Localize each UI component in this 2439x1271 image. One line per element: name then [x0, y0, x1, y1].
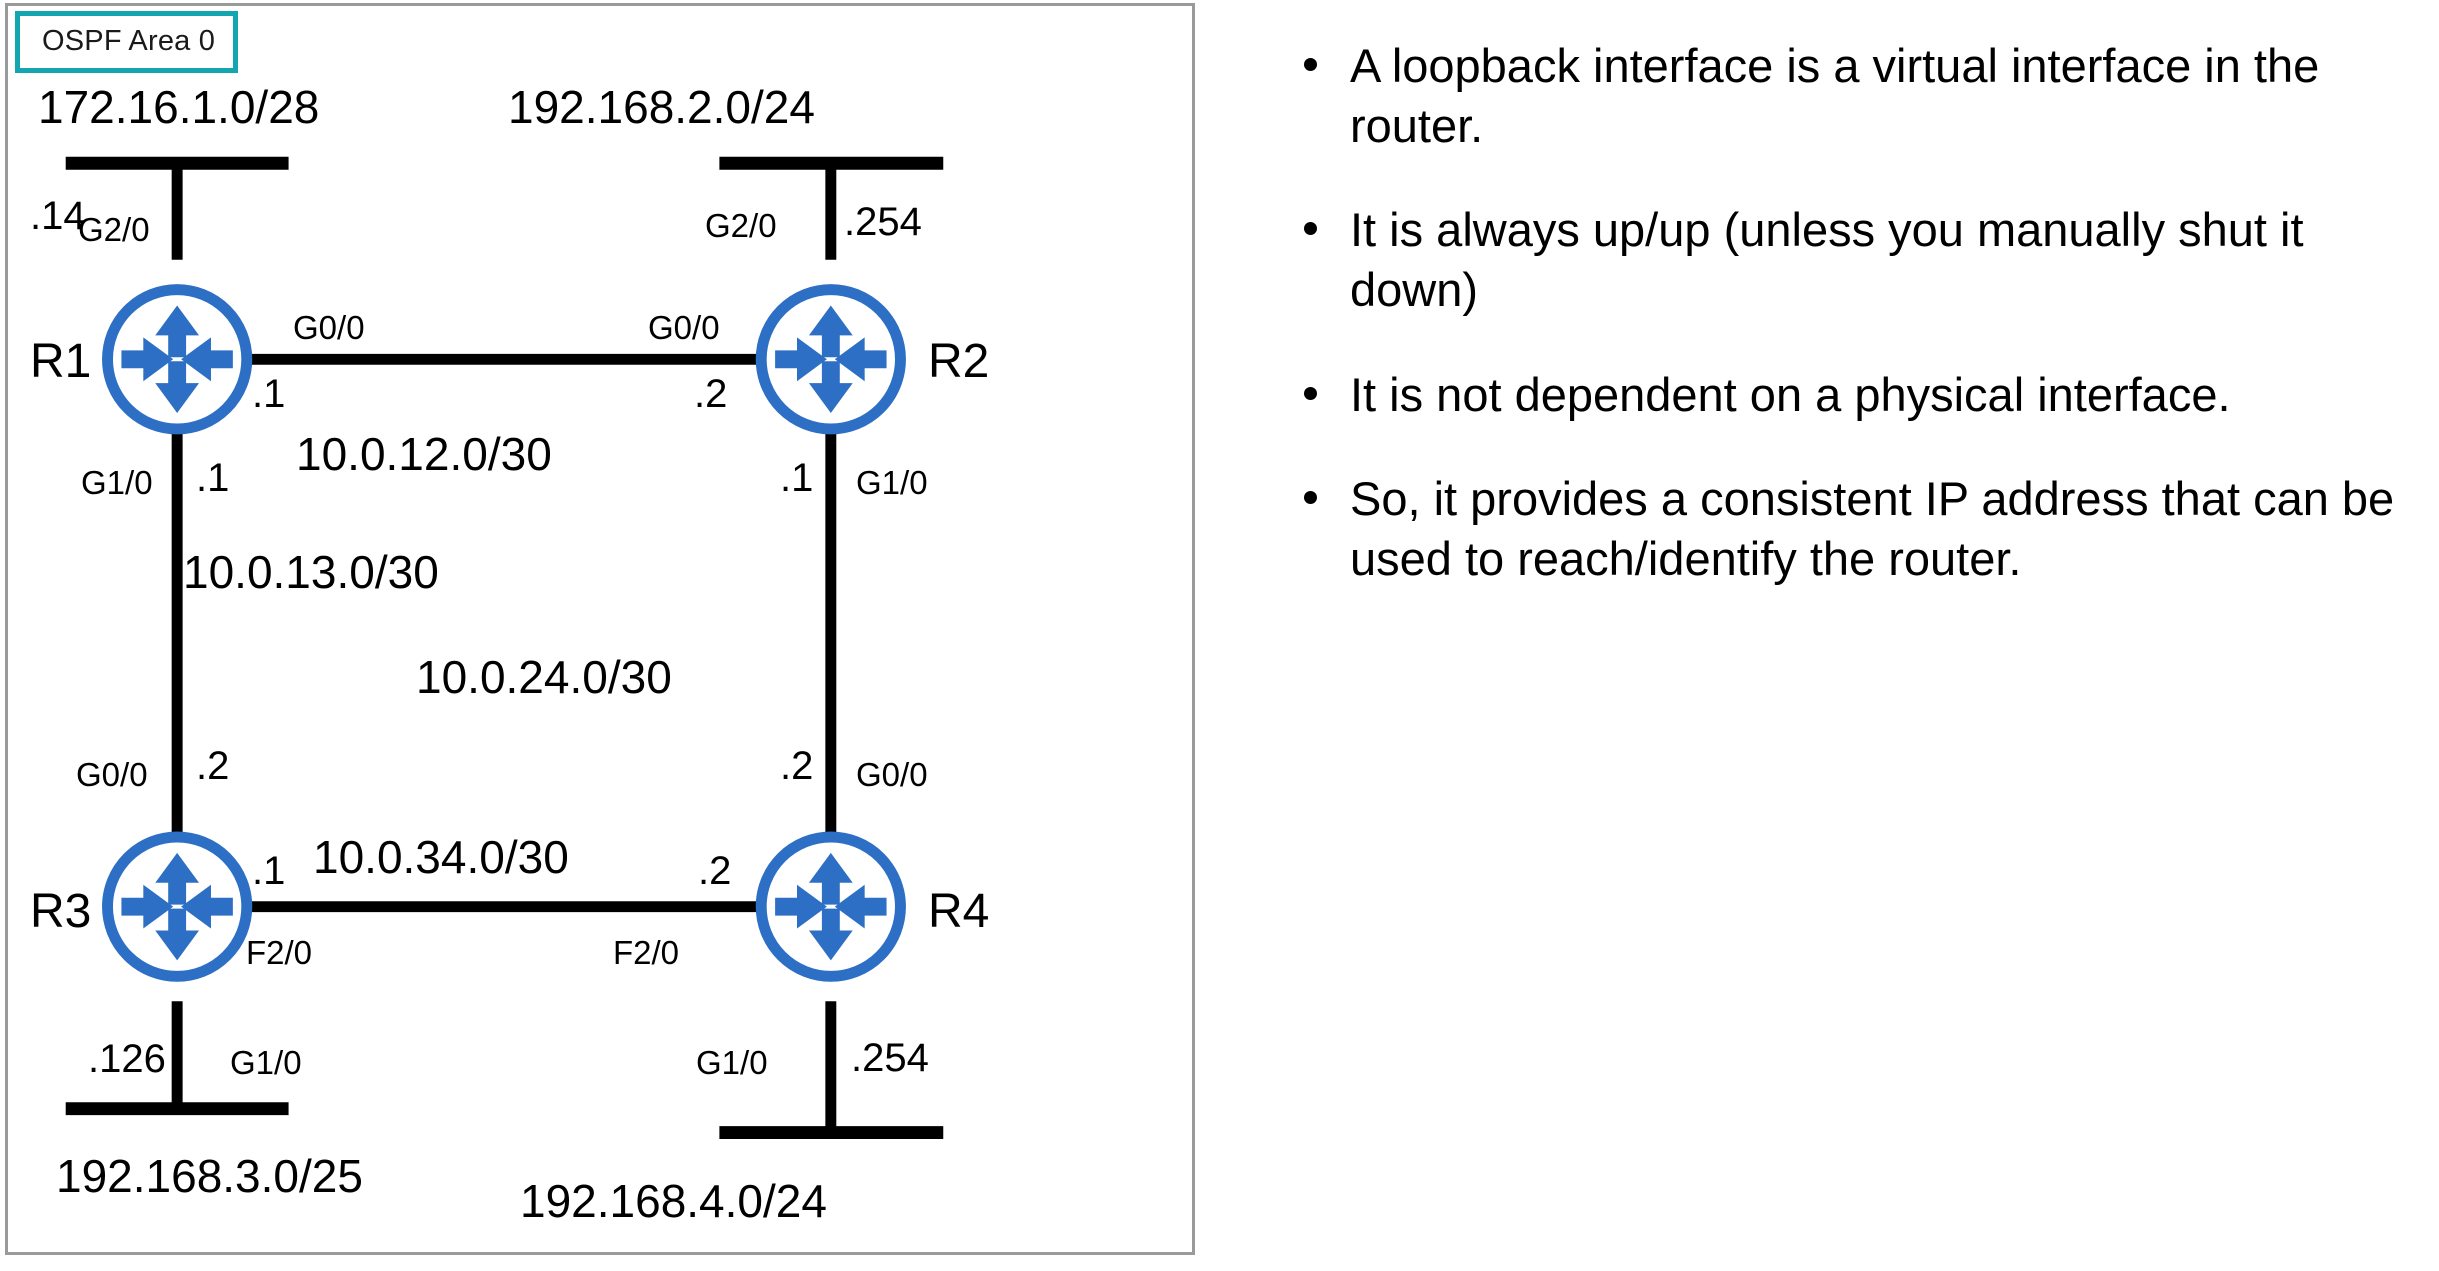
link-network-r1-r3: 10.0.13.0/30 — [183, 546, 439, 598]
link-iface-r2-r4-b: G0/0 — [856, 756, 928, 793]
lan-iface-label-r4: G1/0 — [696, 1044, 768, 1081]
link-iface-r1-r3-a: G1/0 — [81, 464, 153, 501]
bullet-dot-icon — [1304, 386, 1317, 400]
router-label-r2: R2 — [928, 335, 990, 388]
router-icon-r1[interactable] — [107, 290, 246, 429]
list-item: A loopback interface is a virtual interf… — [1290, 36, 2410, 156]
lan-network-label-r4: 192.168.4.0/24 — [520, 1175, 827, 1227]
link-host-r1-r2-b: .2 — [694, 372, 728, 416]
link-iface-r3-r4-a: F2/0 — [246, 934, 313, 971]
lan-iface-label-r3: G1/0 — [230, 1044, 302, 1081]
list-item-text: A loopback interface is a virtual interf… — [1350, 39, 2320, 153]
link-host-r1-r3-b: .2 — [196, 744, 230, 788]
network-diagram-panel: OSPF Area 0 172.16.1.0/28 192.168.2.0/24… — [5, 3, 1195, 1255]
router-label-r3: R3 — [30, 885, 92, 938]
router-icon-r2[interactable] — [761, 290, 900, 429]
link-network-r1-r2: 10.0.12.0/30 — [296, 428, 552, 480]
link-host-r1-r3-a: .1 — [196, 456, 230, 500]
lan-network-label-r2: 192.168.2.0/24 — [508, 81, 815, 133]
loopback-notes-list: A loopback interface is a virtual interf… — [1290, 0, 2430, 589]
lan-host-label-r2: .254 — [844, 200, 922, 244]
bullet-dot-icon — [1304, 222, 1317, 236]
router-label-r1: R1 — [30, 335, 92, 388]
link-iface-r1-r2-a: G0/0 — [293, 309, 365, 346]
list-item-text: It is not dependent on a physical interf… — [1350, 367, 2231, 421]
link-iface-r3-r4-b: F2/0 — [613, 934, 680, 971]
link-host-r1-r2-a: .1 — [252, 372, 286, 416]
link-host-r3-r4-b: .2 — [698, 849, 732, 893]
lan-host-label-r1: .14 — [30, 194, 86, 238]
list-item: So, it provides a consistent IP address … — [1290, 469, 2410, 589]
ospf-area-badge: OSPF Area 0 — [15, 11, 239, 73]
lan-host-label-r3: .126 — [88, 1037, 166, 1081]
router-icon-r4[interactable] — [761, 837, 900, 976]
list-item-text: It is always up/up (unless you manually … — [1350, 203, 2304, 317]
bullet-dot-icon — [1304, 58, 1317, 71]
router-label-r4: R4 — [928, 885, 990, 938]
list-item-text: So, it provides a consistent IP address … — [1350, 471, 2395, 585]
link-iface-r2-r4-a: G1/0 — [856, 464, 928, 501]
ospf-area-badge-label: OSPF Area 0 — [42, 24, 216, 57]
link-host-r3-r4-a: .1 — [252, 849, 286, 893]
link-iface-r1-r3-b: G0/0 — [76, 756, 148, 793]
lan-iface-label-r1: G2/0 — [78, 211, 150, 248]
link-host-r2-r4-a: .1 — [780, 456, 814, 500]
lan-network-label-r1: 172.16.1.0/28 — [38, 81, 320, 133]
list-item: It is always up/up (unless you manually … — [1290, 200, 2410, 320]
notes-panel: A loopback interface is a virtual interf… — [1290, 0, 2430, 1271]
lan-host-label-r4: .254 — [851, 1036, 929, 1080]
bullet-dot-icon — [1304, 490, 1317, 504]
link-iface-r1-r2-b: G0/0 — [648, 309, 720, 346]
lan-iface-label-r2: G2/0 — [705, 207, 777, 244]
link-network-r2-r4: 10.0.24.0/30 — [416, 651, 672, 703]
link-network-r3-r4: 10.0.34.0/30 — [313, 831, 569, 883]
link-host-r2-r4-b: .2 — [780, 744, 814, 788]
router-icon-r3[interactable] — [107, 837, 246, 976]
network-topology-graphic — [65, 156, 944, 1140]
list-item: It is not dependent on a physical interf… — [1290, 365, 2410, 425]
lan-network-label-r3: 192.168.3.0/25 — [56, 1150, 363, 1202]
